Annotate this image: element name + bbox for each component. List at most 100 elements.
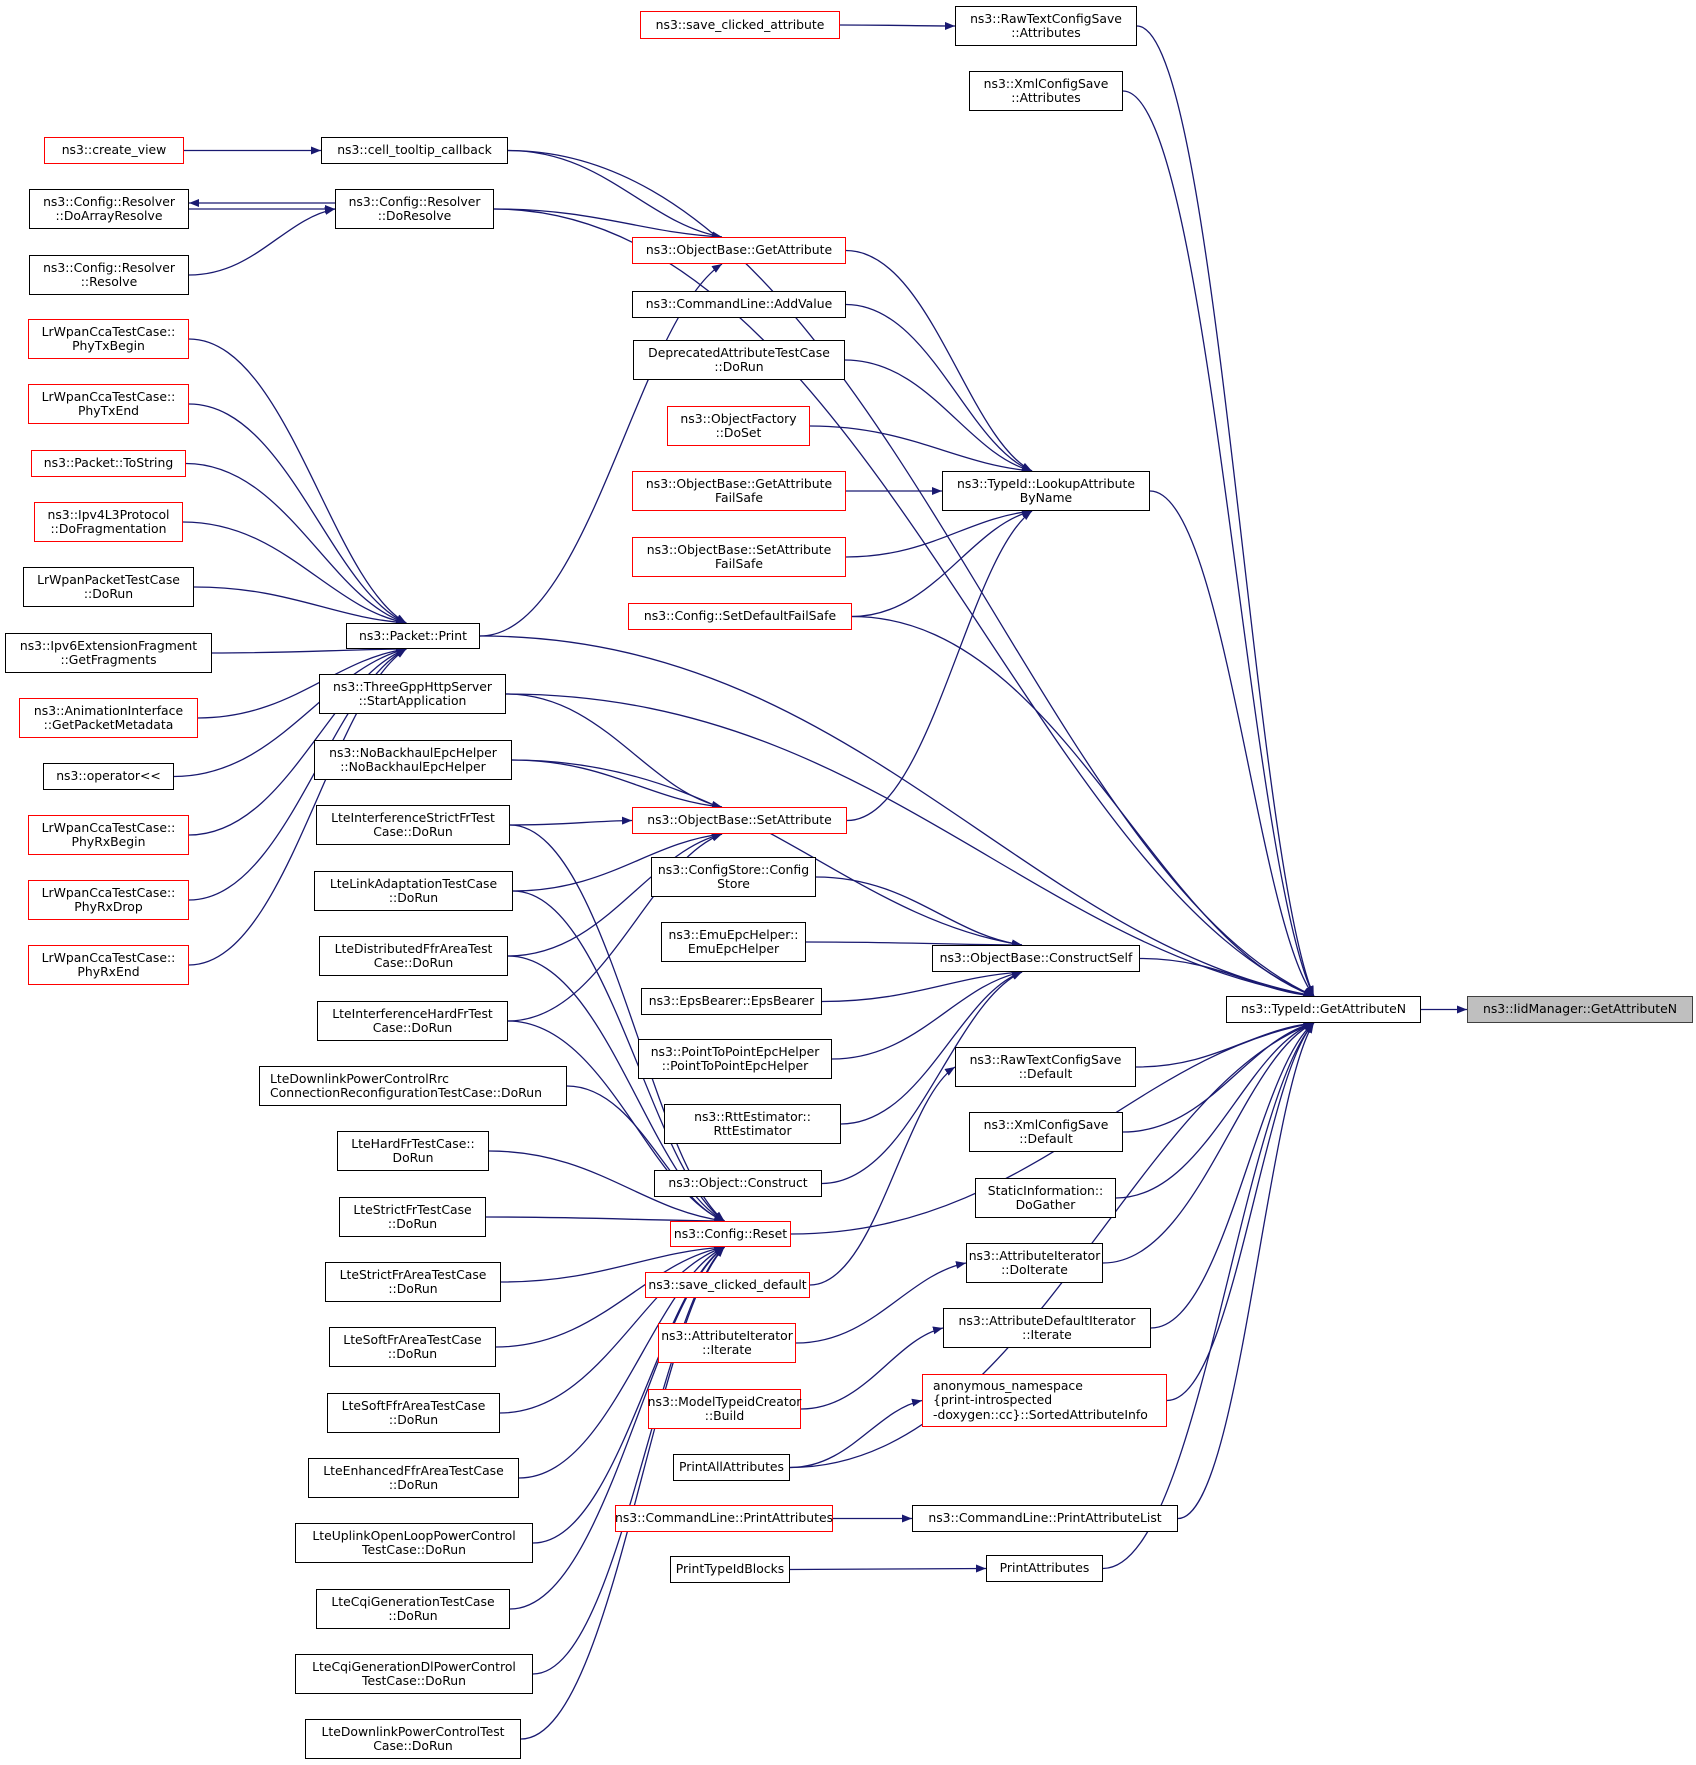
node-lte-dlpc-rrc[interactable]: LteDownlinkPowerControlRrc ConnectionRec… bbox=[259, 1066, 567, 1106]
node-config-reset[interactable]: ns3::Config::Reset bbox=[670, 1221, 791, 1247]
node-iid: ns3::IidManager::GetAttributeN bbox=[1467, 996, 1693, 1023]
node-attr-iter-iterate[interactable]: ns3::AttributeIterator ::Iterate bbox=[658, 1323, 796, 1363]
edge-lte-ihfr-to-ob-setattr bbox=[507, 833, 723, 1022]
edge-xcs-default-to-tid bbox=[1122, 1021, 1314, 1133]
edge-lrwpan-pkt-to-pkt-print bbox=[193, 586, 407, 627]
node-phy-tx-end[interactable]: LrWpanCcaTestCase:: PhyTxEnd bbox=[28, 384, 189, 424]
node-set-default-fs[interactable]: ns3::Config::SetDefaultFailSafe bbox=[628, 603, 852, 630]
node-cell-tooltip[interactable]: ns3::cell_tooltip_callback bbox=[321, 137, 508, 164]
node-label: ns3::CommandLine::AddValue bbox=[645, 296, 833, 312]
node-resolve[interactable]: ns3::Config::Resolver ::Resolve bbox=[29, 255, 189, 295]
node-epsbearer[interactable]: ns3::EpsBearer::EpsBearer bbox=[641, 988, 822, 1015]
node-label: ns3::Ipv4L3Protocol ::DoFragmentation bbox=[47, 506, 170, 536]
node-label: LrWpanPacketTestCase ::DoRun bbox=[37, 571, 180, 601]
node-xcs-attr[interactable]: ns3::XmlConfigSave ::Attributes bbox=[969, 71, 1123, 111]
edge-deprecated-to-lookup bbox=[844, 359, 1033, 473]
node-attr-iter-doiterate[interactable]: ns3::AttributeIterator ::DoIterate bbox=[966, 1243, 1103, 1283]
node-do-resolve[interactable]: ns3::Config::Resolver ::DoResolve bbox=[335, 189, 494, 229]
node-label: LrWpanCcaTestCase:: PhyTxBegin bbox=[41, 323, 176, 353]
node-lte-cqidlpc[interactable]: LteCqiGenerationDlPowerControl TestCase:… bbox=[295, 1654, 533, 1694]
node-print-all-attrs[interactable]: PrintAllAttributes bbox=[673, 1454, 790, 1481]
node-ob-setattr-fs[interactable]: ns3::ObjectBase::SetAttribute FailSafe bbox=[632, 537, 846, 577]
node-lte-softffrarea[interactable]: LteSoftFfrAreaTestCase ::DoRun bbox=[327, 1393, 500, 1433]
node-label: ns3::ConfigStore::Config Store bbox=[657, 861, 810, 891]
edge-of-doset-to-lookup bbox=[809, 425, 1033, 475]
edge-cl-addvalue-to-lookup bbox=[845, 303, 1033, 472]
node-rttest[interactable]: ns3::RttEstimator:: RttEstimator bbox=[664, 1104, 841, 1144]
node-label: ns3::Config::Reset bbox=[673, 1225, 788, 1241]
node-label: PrintTypeIdBlocks bbox=[675, 1561, 785, 1577]
node-cl-addvalue[interactable]: ns3::CommandLine::AddValue bbox=[632, 291, 846, 318]
node-cl-printattrlist[interactable]: ns3::CommandLine::PrintAttributeList bbox=[912, 1505, 1178, 1532]
node-save-clicked-attr[interactable]: ns3::save_clicked_attribute bbox=[640, 11, 840, 39]
node-lte-strictfrarea[interactable]: LteStrictFrAreaTestCase ::DoRun bbox=[325, 1262, 501, 1302]
node-configstore[interactable]: ns3::ConfigStore::Config Store bbox=[651, 857, 816, 897]
node-lte-hardfr[interactable]: LteHardFrTestCase:: DoRun bbox=[337, 1131, 489, 1171]
node-label: PrintAttributes bbox=[999, 1560, 1090, 1576]
node-pkt-tostring[interactable]: ns3::Packet::ToString bbox=[31, 450, 186, 477]
node-operator-ll[interactable]: ns3::operator<< bbox=[43, 763, 174, 790]
node-lte-linkad[interactable]: LteLinkAdaptationTestCase ::DoRun bbox=[314, 871, 513, 911]
edge-static-info-to-tid bbox=[1115, 1022, 1314, 1199]
node-emuepc[interactable]: ns3::EmuEpcHelper:: EmuEpcHelper bbox=[661, 922, 806, 962]
node-sorted-attr-info[interactable]: anonymous_namespace {print-introspected … bbox=[922, 1374, 1167, 1427]
node-lte-strictfr[interactable]: LteStrictFrTestCase ::DoRun bbox=[339, 1197, 486, 1237]
node-deprecated[interactable]: DeprecatedAttributeTestCase ::DoRun bbox=[633, 340, 845, 380]
node-phy-rx-begin[interactable]: LrWpanCcaTestCase:: PhyRxBegin bbox=[28, 815, 189, 855]
node-label: LteCqiGenerationTestCase ::DoRun bbox=[331, 1593, 495, 1623]
node-lte-dffr[interactable]: LteDistributedFfrAreaTest Case::DoRun bbox=[319, 936, 508, 976]
node-lookup[interactable]: ns3::TypeId::LookupAttribute ByName bbox=[942, 471, 1150, 511]
edge-cl-printattrlist-to-tid bbox=[1177, 1022, 1315, 1520]
node-label: LteEnhancedFfrAreaTestCase ::DoRun bbox=[323, 1462, 504, 1492]
edge-epsbearer-to-construct-self bbox=[821, 968, 1023, 1003]
node-attr-default-iter[interactable]: ns3::AttributeDefaultIterator ::Iterate bbox=[943, 1308, 1151, 1348]
node-ipv4-frag[interactable]: ns3::Ipv4L3Protocol ::DoFragmentation bbox=[34, 502, 183, 542]
node-ob-setattr[interactable]: ns3::ObjectBase::SetAttribute bbox=[632, 807, 847, 834]
node-create-view[interactable]: ns3::create_view bbox=[44, 137, 184, 164]
edge-save-clicked-attr-to-rtcs-attr bbox=[839, 21, 956, 30]
node-lte-enhffr[interactable]: LteEnhancedFfrAreaTestCase ::DoRun bbox=[308, 1458, 519, 1498]
node-of-doset[interactable]: ns3::ObjectFactory ::DoSet bbox=[667, 406, 810, 446]
node-lte-softfrarea[interactable]: LteSoftFrAreaTestCase ::DoRun bbox=[329, 1327, 496, 1367]
node-label: ns3::XmlConfigSave ::Default bbox=[983, 1116, 1109, 1146]
node-model-typeid[interactable]: ns3::ModelTypeidCreator ::Build bbox=[648, 1389, 801, 1429]
node-rtcs-default[interactable]: ns3::RawTextConfigSave ::Default bbox=[955, 1047, 1136, 1087]
node-obj-construct[interactable]: ns3::Object::Construct bbox=[654, 1170, 822, 1197]
node-label: ns3::XmlConfigSave ::Attributes bbox=[983, 75, 1109, 105]
edge-pkt-tostring-to-pkt-print bbox=[185, 462, 407, 624]
node-cl-printattrs[interactable]: ns3::CommandLine::PrintAttributes bbox=[615, 1505, 833, 1532]
node-static-info[interactable]: StaticInformation:: DoGather bbox=[975, 1178, 1116, 1218]
node-lte-cqigen[interactable]: LteCqiGenerationTestCase ::DoRun bbox=[316, 1589, 510, 1629]
node-lte-dlpc[interactable]: LteDownlinkPowerControlTest Case::DoRun bbox=[305, 1719, 521, 1759]
node-ipv6-frag[interactable]: ns3::Ipv6ExtensionFragment ::GetFragment… bbox=[5, 633, 212, 673]
node-phy-rx-drop[interactable]: LrWpanCcaTestCase:: PhyRxDrop bbox=[28, 880, 189, 920]
node-nobackhaul[interactable]: ns3::NoBackhaulEpcHelper ::NoBackhaulEpc… bbox=[314, 740, 512, 780]
node-label: LteInterferenceHardFrTest Case::DoRun bbox=[332, 1005, 493, 1035]
node-lte-ihfr[interactable]: LteInterferenceHardFrTest Case::DoRun bbox=[317, 1001, 508, 1041]
node-print-attrs[interactable]: PrintAttributes bbox=[986, 1555, 1103, 1582]
edge-threegpp-to-tid bbox=[505, 693, 1314, 999]
node-tid[interactable]: ns3::TypeId::GetAttributeN bbox=[1226, 996, 1421, 1023]
node-label: ns3::AttributeIterator ::Iterate bbox=[661, 1327, 793, 1357]
node-construct-self[interactable]: ns3::ObjectBase::ConstructSelf bbox=[932, 945, 1140, 972]
node-save-clicked-default[interactable]: ns3::save_clicked_default bbox=[645, 1272, 810, 1298]
node-rtcs-attr[interactable]: ns3::RawTextConfigSave ::Attributes bbox=[955, 6, 1137, 46]
node-threegpp[interactable]: ns3::ThreeGppHttpServer ::StartApplicati… bbox=[319, 674, 506, 714]
node-lrwpan-pkt[interactable]: LrWpanPacketTestCase ::DoRun bbox=[23, 567, 194, 607]
node-do-array-resolve[interactable]: ns3::Config::Resolver ::DoArrayResolve bbox=[29, 189, 189, 229]
edge-ob-getattr-to-lookup bbox=[845, 249, 1033, 472]
node-ob-getattr[interactable]: ns3::ObjectBase::GetAttribute bbox=[632, 237, 846, 264]
node-ob-getattr-fs[interactable]: ns3::ObjectBase::GetAttribute FailSafe bbox=[632, 471, 846, 511]
node-anim-meta[interactable]: ns3::AnimationInterface ::GetPacketMetad… bbox=[19, 698, 198, 738]
node-pkt-print[interactable]: ns3::Packet::Print bbox=[346, 623, 480, 649]
node-print-typeid-blocks[interactable]: PrintTypeIdBlocks bbox=[670, 1556, 790, 1583]
node-phy-rx-end[interactable]: LrWpanCcaTestCase:: PhyRxEnd bbox=[28, 945, 189, 985]
node-phy-tx-begin[interactable]: LrWpanCcaTestCase:: PhyTxBegin bbox=[28, 319, 189, 359]
node-lte-ulolpc[interactable]: LteUplinkOpenLoopPowerControl TestCase::… bbox=[295, 1523, 533, 1563]
node-xcs-default[interactable]: ns3::XmlConfigSave ::Default bbox=[969, 1112, 1123, 1152]
edge-lte-softffrarea-to-config-reset bbox=[499, 1246, 725, 1414]
edge-print-attrs-to-tid bbox=[1102, 1022, 1315, 1570]
node-p2pepc[interactable]: ns3::PointToPointEpcHelper ::PointToPoin… bbox=[638, 1039, 832, 1079]
node-lte-isfr[interactable]: LteInterferenceStrictFrTest Case::DoRun bbox=[316, 805, 510, 845]
